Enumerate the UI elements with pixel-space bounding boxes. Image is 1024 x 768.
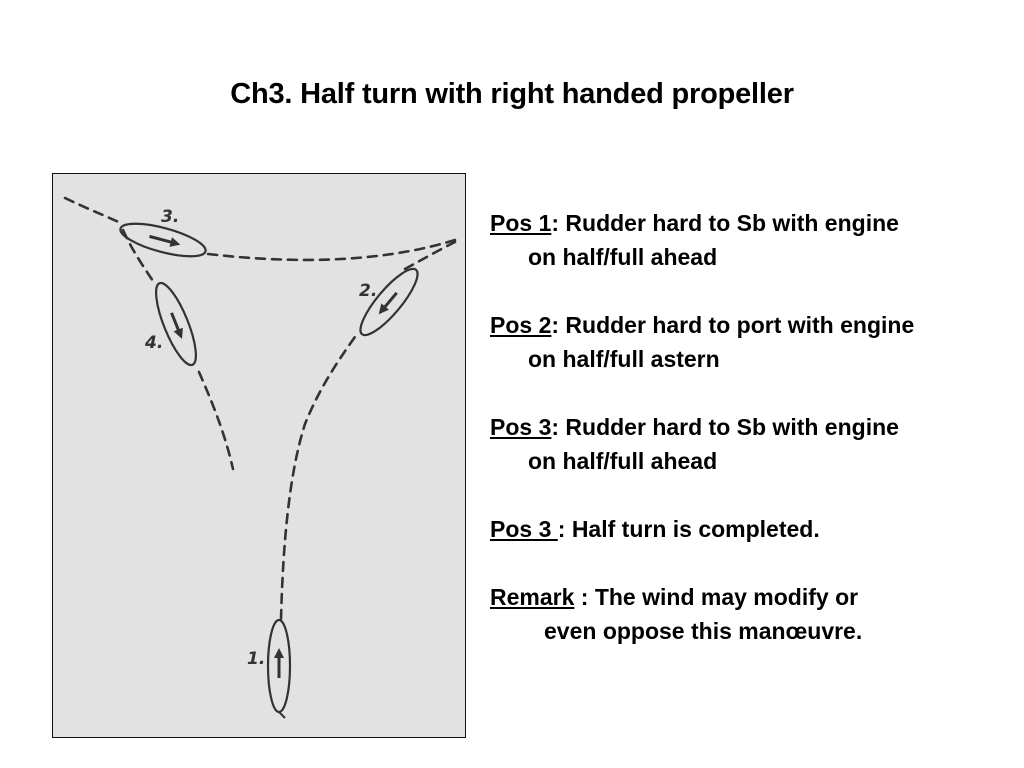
note-key: Remark bbox=[490, 584, 575, 610]
note-text: : Rudder hard to port with engine bbox=[551, 312, 915, 338]
manoeuvre-diagram: 1. 2. 3. 4. bbox=[52, 173, 466, 738]
note-continuation: on half/full astern bbox=[528, 346, 720, 372]
boat-pos-1 bbox=[266, 618, 292, 719]
note-continuation: on half/full ahead bbox=[528, 244, 718, 270]
label-pos-3: 3. bbox=[161, 207, 179, 227]
label-pos-4: 4. bbox=[144, 333, 163, 353]
track-pos4-to-end bbox=[197, 370, 235, 471]
note-continuation: even oppose this manœuvre. bbox=[544, 618, 863, 644]
slide-title: Ch3. Half turn with right handed propell… bbox=[230, 78, 794, 110]
note-continuation: on half/full ahead bbox=[528, 448, 718, 474]
track-pos2-to-edge bbox=[403, 240, 457, 271]
note-text: : Rudder hard to Sb with engine bbox=[551, 414, 899, 440]
note-pos-3-completed: Pos 3 : Half turn is completed. bbox=[490, 512, 1020, 546]
boat-pos-3 bbox=[119, 222, 207, 258]
boat-pos-4 bbox=[155, 281, 197, 367]
track-left-top bbox=[63, 196, 125, 226]
note-key: Pos 3 bbox=[490, 414, 552, 440]
note-text: : Half turn is completed. bbox=[557, 516, 820, 542]
note-text: : Rudder hard to Sb with engine bbox=[551, 210, 899, 236]
note-pos-1: Pos 1: Rudder hard to Sb with engine on … bbox=[490, 206, 1020, 274]
note-key: Pos 1 bbox=[490, 210, 552, 236]
note-key: Pos 2 bbox=[490, 312, 552, 338]
notes-panel: Pos 1: Rudder hard to Sb with engine on … bbox=[490, 206, 1020, 648]
note-remark: Remark : The wind may modify or even opp… bbox=[490, 580, 1020, 648]
note-key: Pos 3 bbox=[490, 516, 558, 542]
note-pos-3: Pos 3: Rudder hard to Sb with engine on … bbox=[490, 410, 1020, 478]
note-pos-2: Pos 2: Rudder hard to port with engine o… bbox=[490, 308, 1020, 376]
label-pos-2: 2. bbox=[359, 281, 377, 301]
track-pos1-to-pos2 bbox=[279, 332, 359, 621]
note-text: : The wind may modify or bbox=[574, 584, 859, 610]
manoeuvre-sketch: 1. 2. 3. 4. bbox=[63, 196, 457, 719]
label-pos-1: 1. bbox=[247, 649, 265, 669]
track-top-curve bbox=[206, 238, 457, 262]
boat-pos-2 bbox=[359, 267, 419, 337]
